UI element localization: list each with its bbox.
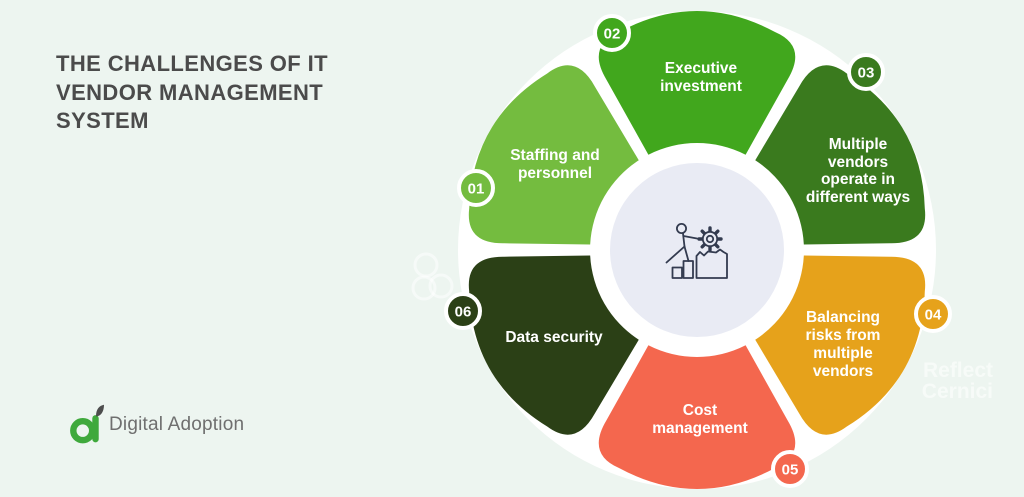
logo-mark-icon [70,404,104,444]
badge-02: 02 [593,14,631,52]
svg-text:04: 04 [925,306,942,323]
logo-leaf-icon [95,404,104,417]
badge-05: 05 [771,450,809,488]
number-badges: 01 02 03 04 05 06 [444,14,952,488]
badge-04: 04 [914,295,952,333]
segment-label-staffing: Staffing and personnel [510,147,600,182]
box-shape [695,248,728,279]
svg-text:02: 02 [604,25,621,42]
page-title: THE CHALLENGES OF IT VENDOR MANAGEMENT S… [56,51,328,133]
segment-label-risks: Balancing risks from multiple vendors [805,309,881,380]
person-icon [665,222,698,264]
person-climbing-steps-to-gear-icon [665,222,728,279]
digital-adoption-logo: Digital Adoption [70,404,244,446]
svg-text:01: 01 [468,180,485,197]
badge-01: 01 [457,169,495,207]
ghost-rings [411,252,454,301]
badge-06: 06 [444,292,482,330]
svg-text:03: 03 [858,64,875,81]
center-circle [610,163,784,337]
badge-03: 03 [847,53,885,91]
gear-icon [697,226,723,252]
step-small [671,266,683,279]
svg-text:06: 06 [455,303,472,320]
segment-label-security: Data security [505,329,603,346]
segment-label-vendors: Multiple vendors operate in different wa… [805,136,911,206]
segment-label-cost: Cost management [652,402,748,437]
watermark-text: Reflect Cernici [921,359,993,403]
logo-text: Digital Adoption [109,414,245,435]
svg-text:05: 05 [782,461,799,478]
segment-label-executive: Executive investment [660,60,742,95]
